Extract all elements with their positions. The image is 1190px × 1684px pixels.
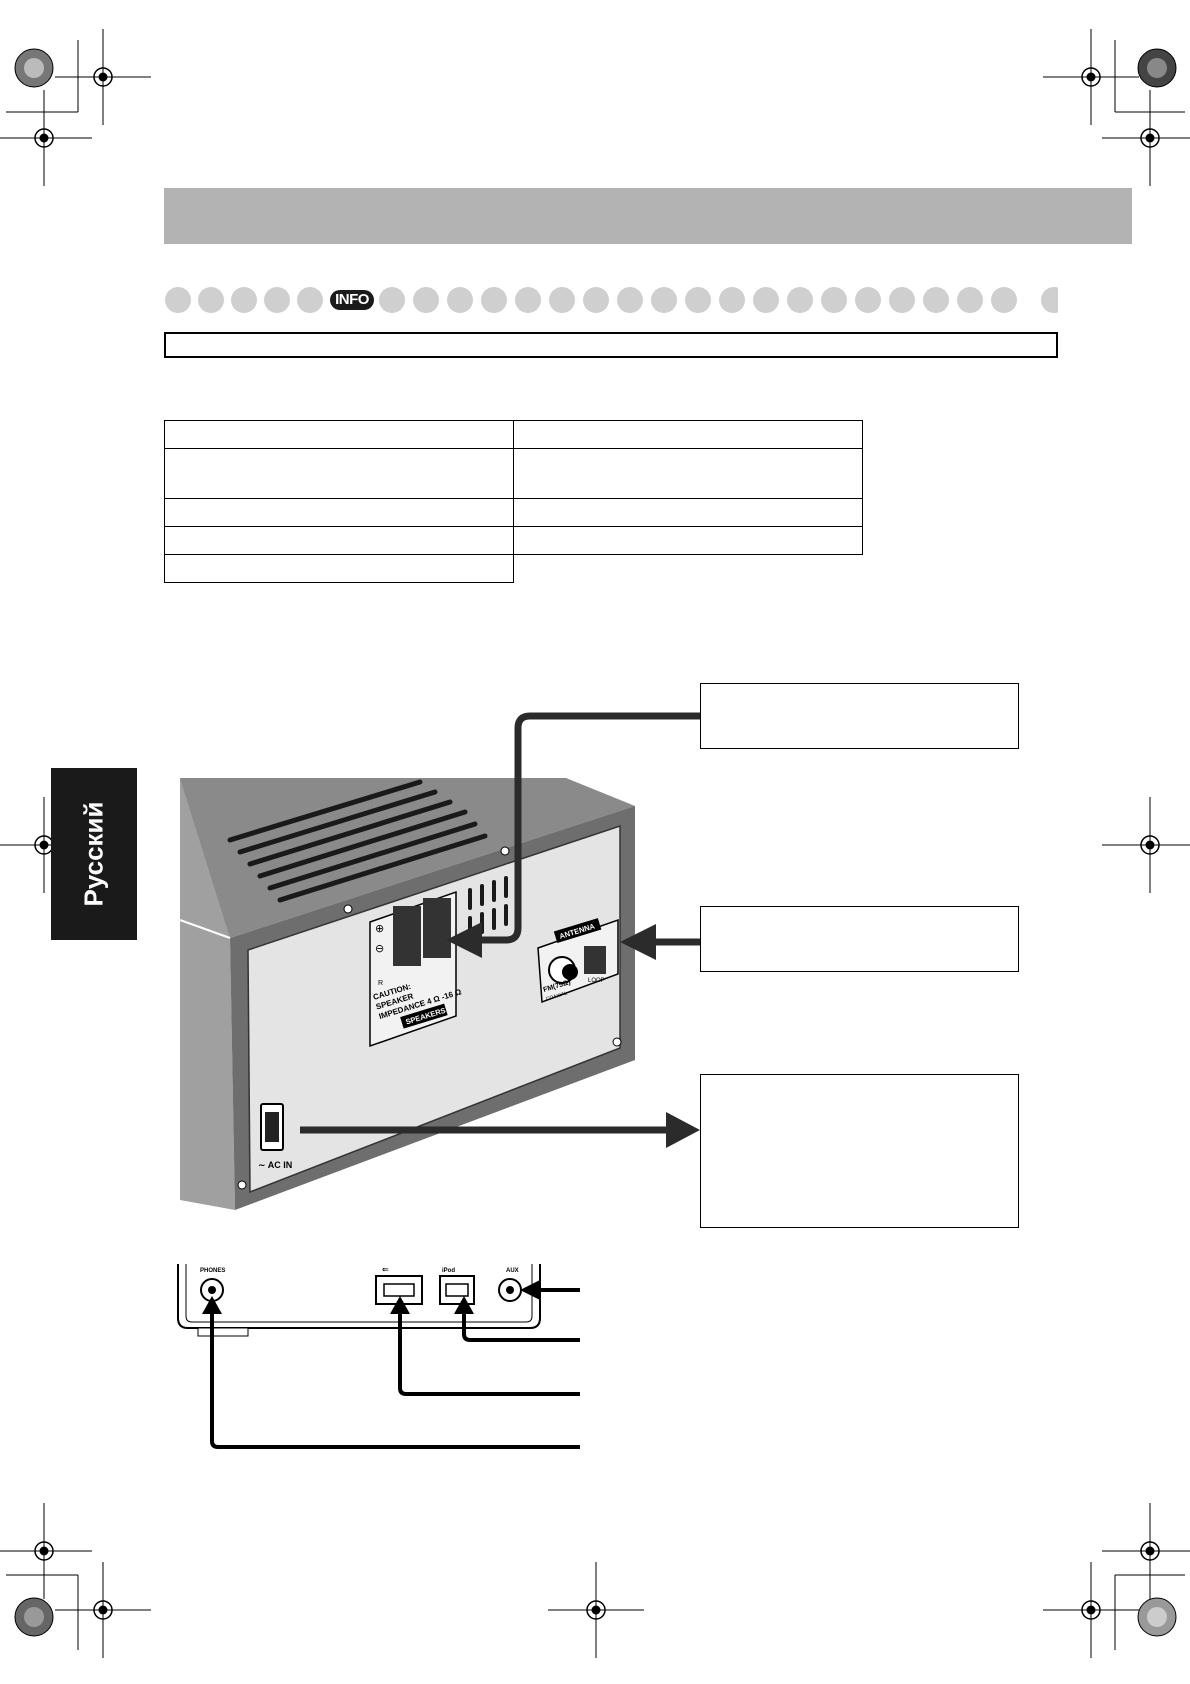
table-row — [164, 498, 863, 527]
plus-symbol: ⊕ — [375, 923, 384, 935]
channel-label: R — [378, 980, 383, 987]
table-cell — [513, 526, 863, 555]
minus-symbol: ⊖ — [375, 943, 384, 955]
rear-panel-illustration: ⊕ ⊖ R CAUTION: SPEAKER IMPEDANCE 4 Ω -16… — [179, 778, 635, 1210]
table-cell — [164, 498, 514, 527]
callout-speakers — [700, 683, 1019, 749]
callout-antenna — [700, 906, 1019, 972]
table-row — [164, 448, 863, 499]
phones-label: PHONES — [200, 1268, 225, 1274]
dotted-separator — [165, 287, 1058, 313]
table-cell — [164, 448, 514, 499]
table-cell — [513, 420, 863, 449]
note-box — [164, 332, 1058, 358]
callout-power — [700, 1074, 1019, 1228]
vent-grille — [227, 779, 488, 903]
aux-label: AUX — [506, 1268, 519, 1274]
ipod-label: iPod — [442, 1268, 455, 1274]
front-panel-illustration: PHONES ⇐ iPod AUX — [177, 1264, 541, 1337]
table-cell — [513, 498, 863, 527]
am-label: LOOP — [588, 978, 605, 984]
section-header-bar — [164, 188, 1132, 244]
table-row — [164, 554, 863, 583]
spec-table — [164, 420, 863, 583]
usb-icon: ⇐ — [382, 1265, 389, 1274]
info-badge: INFO — [330, 290, 374, 310]
ac-in-label: ∼ AC IN — [258, 1160, 292, 1170]
language-tab: Русский — [51, 768, 137, 940]
table-cell — [164, 554, 514, 583]
